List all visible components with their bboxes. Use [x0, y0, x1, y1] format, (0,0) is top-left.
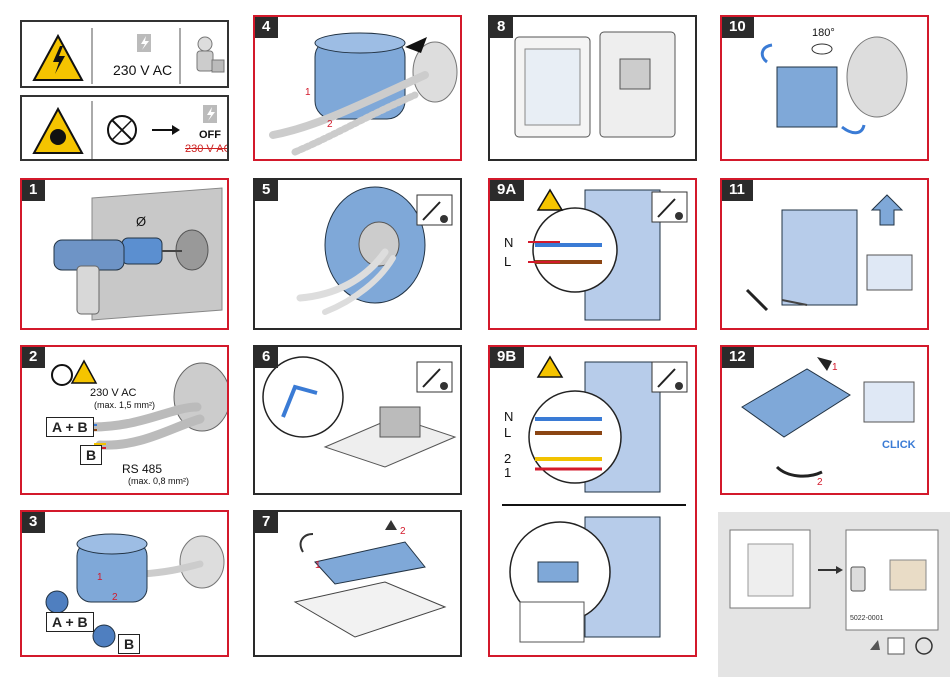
rs485-spec: (max. 0,8 mm²) — [128, 476, 190, 486]
step-11-screw-art — [745, 194, 913, 312]
product-code: 5022-0001 — [850, 615, 884, 622]
warning-voltage-text: 230 V AC — [113, 62, 173, 78]
step-number: 2 — [22, 347, 46, 368]
step-number: 1 — [22, 180, 46, 201]
step-number: 4 — [255, 17, 279, 38]
ab-label: A + B — [46, 612, 94, 632]
step-2-cable-art — [51, 359, 227, 450]
n-label: N — [504, 235, 514, 250]
terminal-1-label: 1 — [504, 465, 512, 480]
step-number: 10 — [722, 17, 754, 38]
warning-off-panel: OFF 230 V AC — [20, 95, 229, 161]
voltage-spec: (max. 1,5 mm²) — [94, 400, 156, 410]
step-number: 6 — [255, 347, 279, 368]
ab-label: A + B — [46, 417, 94, 437]
warning-voltage-panel: 230 V AC — [20, 20, 229, 88]
step-5-panel: 5 — [253, 178, 462, 330]
voltage-struck: 230 V AC — [185, 143, 229, 155]
rotation-label: 180° — [812, 27, 835, 39]
step-number: 7 — [255, 512, 279, 533]
step-number: 8 — [490, 17, 514, 38]
step-4-box-art — [269, 32, 458, 156]
step-12-panel: 12 CLICK 1 2 — [720, 345, 929, 495]
step-number: 9B — [490, 347, 525, 368]
step-8-device-art — [514, 31, 676, 138]
step-12-click-art — [741, 357, 915, 478]
n-label: N — [504, 409, 514, 424]
marker-2: 2 — [400, 526, 406, 537]
step-9a-panel: 9A N L — [488, 178, 697, 330]
step-8-panel: 8 — [488, 15, 697, 161]
step-9a-wiring-art — [528, 188, 688, 321]
step-number: 12 — [722, 347, 754, 368]
l-label: L — [504, 254, 512, 269]
b-label: B — [80, 445, 103, 465]
l-label: L — [504, 425, 512, 440]
step-number: 3 — [22, 512, 46, 533]
app-panel-art — [729, 529, 939, 655]
warning-off-art — [32, 101, 217, 159]
step-10-rotate-art — [760, 36, 908, 135]
marker-1: 1 — [305, 87, 311, 98]
diameter-symbol: Ø — [136, 214, 147, 229]
step-11-panel: 11 — [720, 178, 929, 330]
step-1-drill-art — [53, 187, 223, 321]
warning-voltage-art — [32, 28, 225, 84]
step-number: 11 — [722, 180, 753, 201]
b-label: B — [118, 634, 141, 654]
marker-1: 1 — [97, 572, 103, 583]
rs485-label: RS 485 — [122, 462, 163, 476]
step-number: 9A — [490, 180, 525, 201]
step-number: 5 — [255, 180, 279, 201]
off-label: OFF — [199, 129, 221, 141]
step-5-frame-art — [296, 186, 453, 315]
step-7-panel: 7 1 2 — [253, 510, 462, 657]
marker-2: 2 — [112, 592, 118, 603]
click-label: CLICK — [882, 439, 916, 451]
step-4-panel: 4 1 2 — [253, 15, 462, 161]
marker-2: 2 — [327, 119, 333, 130]
terminal-2-label: 2 — [504, 451, 512, 466]
step-6-mount-art — [262, 356, 457, 468]
marker-1: 1 — [832, 362, 838, 373]
step-6-panel: 6 — [253, 345, 462, 495]
app-panel: 5022-0001 — [718, 512, 950, 677]
step-9b-wiring-art — [502, 355, 688, 643]
step-10-panel: 10 180° — [720, 15, 929, 161]
step-2-panel: 2 230 V AC (max. 1,5 mm²) A + B B RS 485… — [20, 345, 229, 495]
step-7-frame-art — [293, 520, 447, 638]
marker-1: 1 — [315, 560, 321, 571]
marker-2: 2 — [817, 477, 823, 488]
step-3-panel: 3 1 2 A + B B — [20, 510, 229, 657]
voltage-label: 230 V AC — [90, 387, 137, 399]
step-9b-panel: 9B N L 2 1 — [488, 345, 697, 657]
step-1-panel: 1 Ø — [20, 178, 229, 330]
step-3-box-art — [45, 533, 225, 648]
